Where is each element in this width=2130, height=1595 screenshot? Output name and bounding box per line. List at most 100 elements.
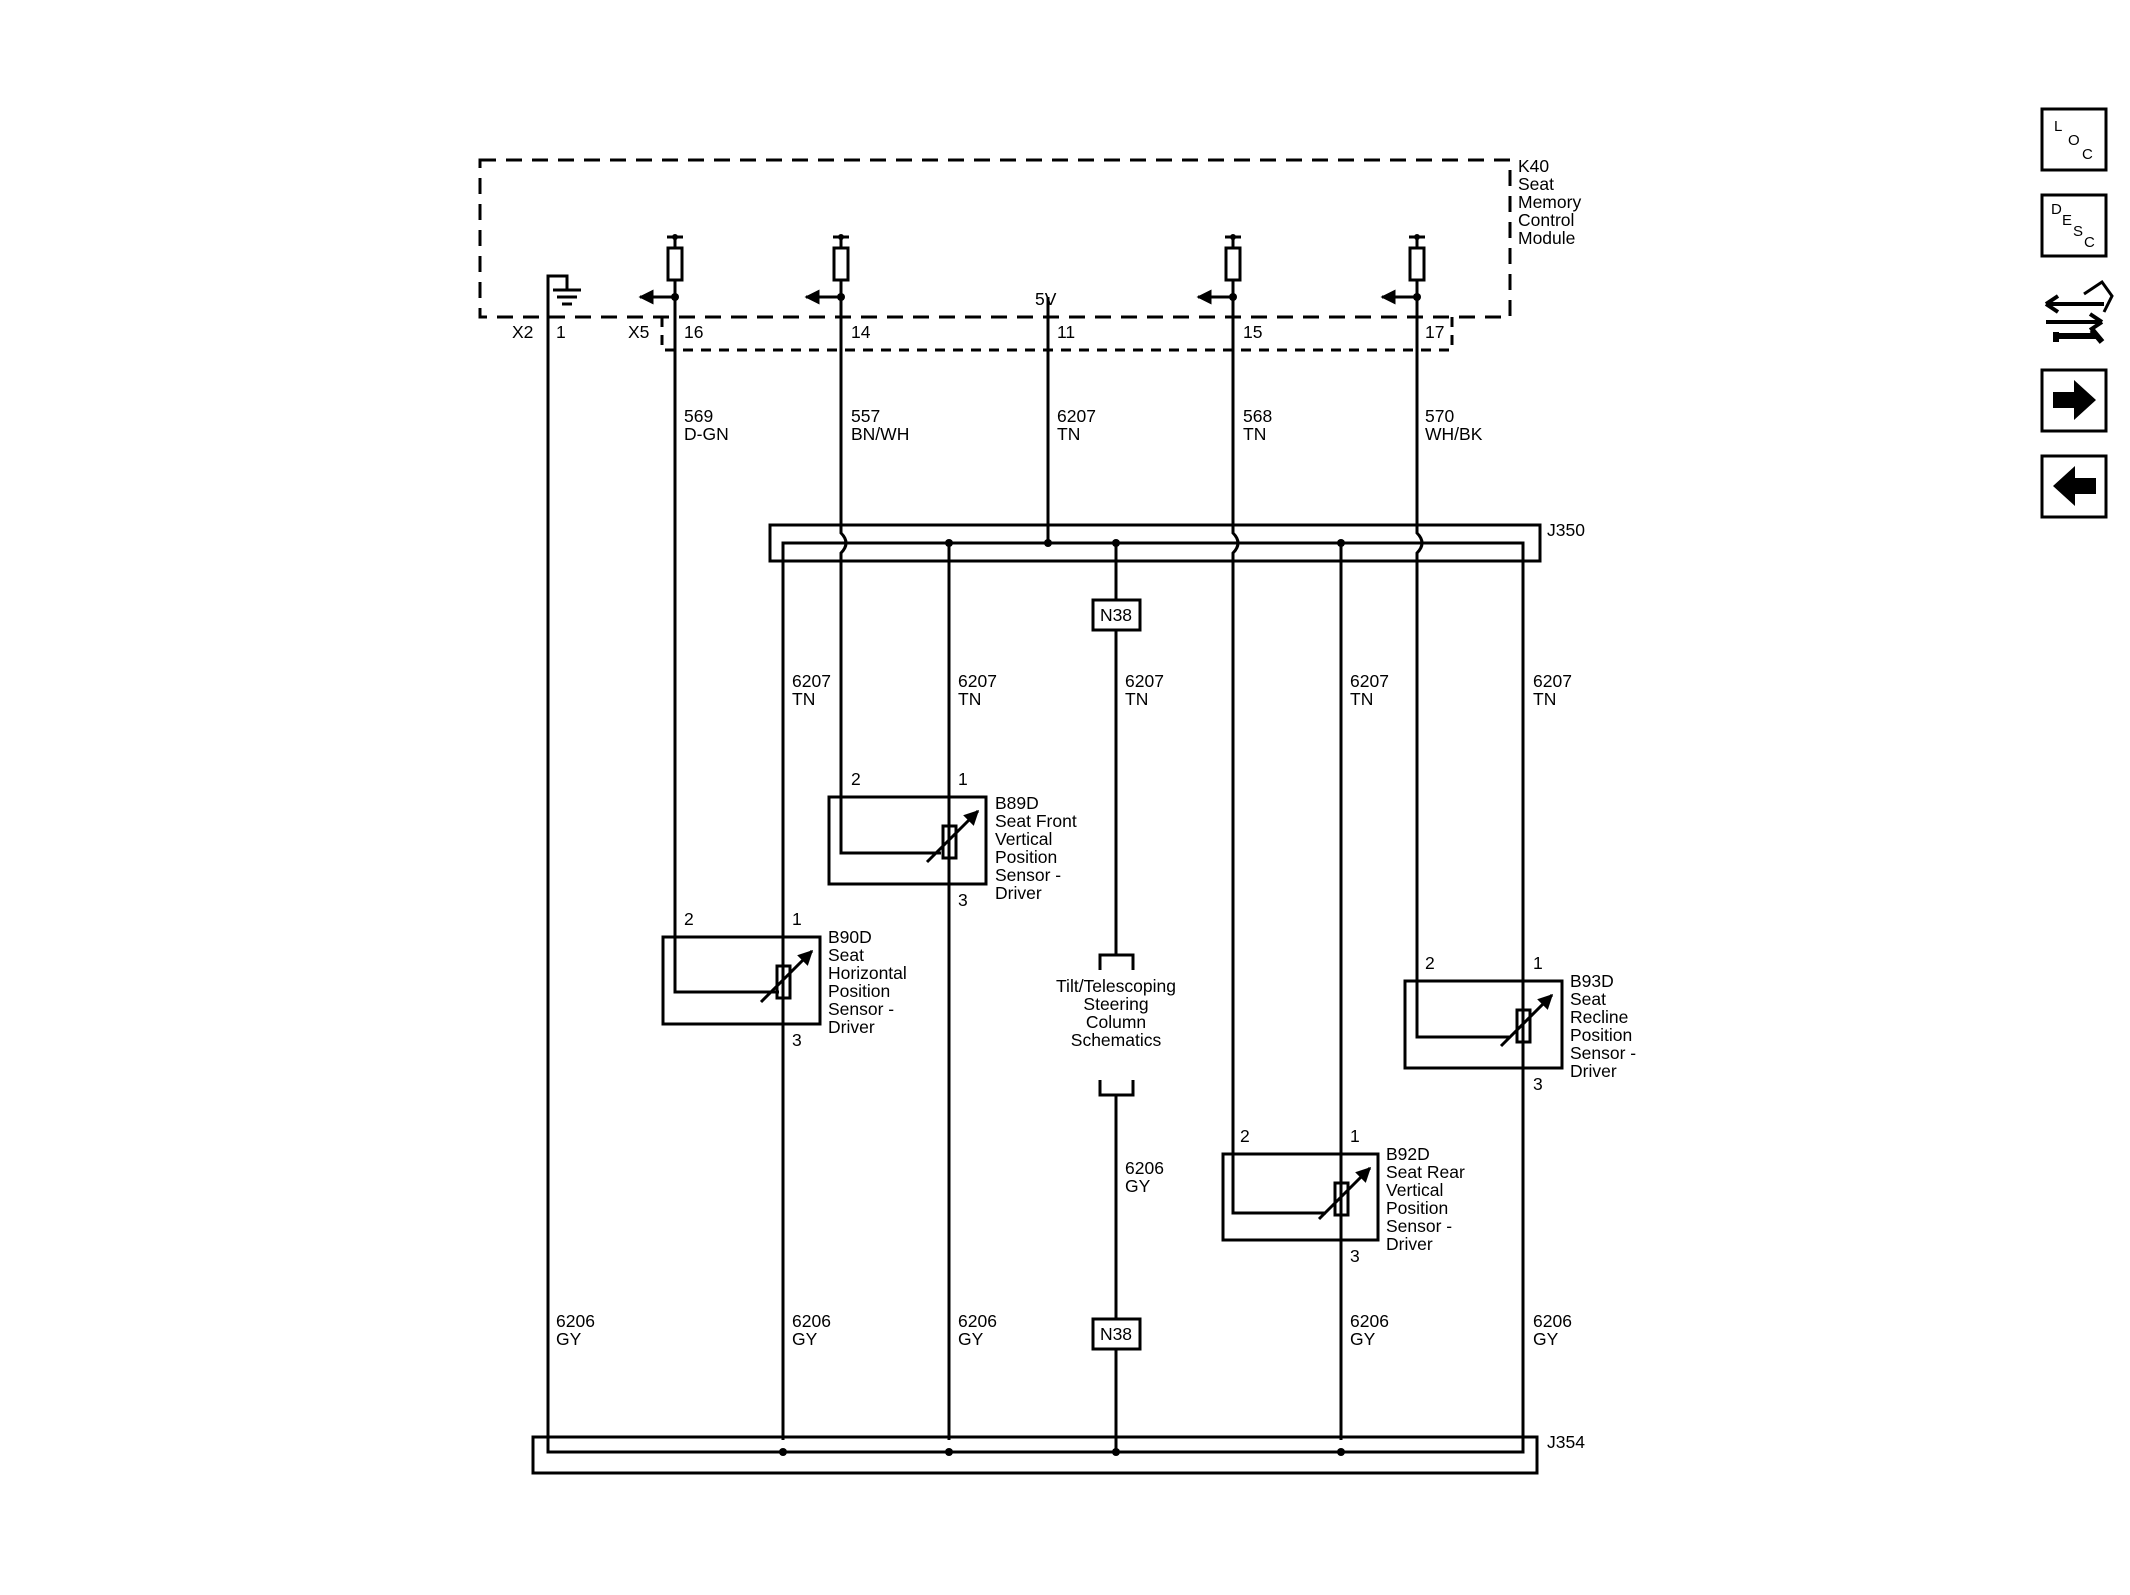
arrow-left-icon	[2053, 466, 2096, 506]
wire-570	[1415, 297, 1509, 1039]
pin-15: 15	[1243, 322, 1262, 342]
b92d-line-3: Position	[1386, 1198, 1448, 1218]
wire-568-circuit: 568	[1243, 406, 1272, 426]
b93d-pin-1: 1	[1533, 953, 1543, 973]
b89d-code: B89D	[995, 793, 1039, 813]
branch-6207-color: TN	[958, 689, 981, 709]
desc-button[interactable]: D E S C	[2040, 193, 2108, 258]
desc-letter-d: D	[2051, 201, 2062, 218]
b90d-pin-2: 2	[684, 909, 694, 929]
branch-6207-circuit: 6207	[1350, 671, 1389, 691]
next-arrow-button[interactable]	[2040, 368, 2108, 433]
b92d-line-1: Seat Rear	[1386, 1162, 1465, 1182]
wire-569-color: D-GN	[684, 424, 729, 444]
arrow-right-icon	[2053, 380, 2096, 420]
sensor-b93d-box	[1403, 979, 1564, 1070]
wire-557-circuit: 557	[851, 406, 880, 426]
branch-6206-color: GY	[556, 1329, 582, 1349]
b90d-line-4: Sensor -	[828, 999, 894, 1019]
b89d-line-1: Seat Front	[995, 811, 1077, 831]
b93d-line-2: Recline	[1570, 1007, 1628, 1027]
connector-x2: X2	[512, 322, 533, 342]
b89d-line-4: Sensor -	[995, 865, 1061, 885]
branch-6206-circuit: 6206	[1125, 1158, 1164, 1178]
b92d-line-2: Vertical	[1386, 1180, 1443, 1200]
branch-6206-circuit: 6206	[792, 1311, 831, 1331]
wire-568-color: TN	[1243, 424, 1266, 444]
b92d-line-5: Driver	[1386, 1234, 1433, 1254]
connector-repair-icon[interactable]	[2044, 279, 2114, 344]
b93d-line-4: Sensor -	[1570, 1043, 1636, 1063]
wire-6207-circuit: 6207	[1057, 406, 1096, 426]
loc-letter-l: L	[2054, 118, 2062, 135]
b90d-line-3: Position	[828, 981, 890, 1001]
wire-557	[839, 297, 941, 855]
branch-6207-color: TN	[792, 689, 815, 709]
wire-568	[1231, 297, 1326, 1215]
wire-6207-color: TN	[1057, 424, 1080, 444]
inline-connector-n38-top	[1091, 598, 1142, 632]
pin-ground: 1	[556, 322, 566, 342]
b90d-line-1: Seat	[828, 945, 864, 965]
b92d-line-4: Sensor -	[1386, 1216, 1452, 1236]
loc-button[interactable]: L O C	[2040, 107, 2108, 172]
b89d-pin-3: 3	[958, 890, 968, 910]
connector-x5: X5	[628, 322, 649, 342]
branch-6206-color: GY	[792, 1329, 818, 1349]
desc-letter-c: C	[2084, 234, 2095, 251]
sensor-b89d-box	[827, 795, 988, 886]
loc-letter-c: C	[2082, 146, 2093, 163]
sensor-b90d-box	[661, 935, 822, 1026]
ground-icon	[546, 274, 581, 1448]
wire-570-circuit: 570	[1425, 406, 1454, 426]
b92d-pin-3: 3	[1350, 1246, 1360, 1266]
branch-6206-color: GY	[1125, 1176, 1151, 1196]
b92d-pin-2: 2	[1240, 1126, 1250, 1146]
module-name-line-1: Seat	[1518, 174, 1554, 194]
branch-6207-circuit: 6207	[958, 671, 997, 691]
b90d-line-2: Horizontal	[828, 963, 907, 983]
steering-ref-bracket-top	[1098, 953, 1135, 970]
pin-11: 11	[1057, 322, 1075, 342]
n38-bottom-label: N38	[1100, 1324, 1132, 1344]
module-name-line-2: Memory	[1518, 192, 1581, 212]
branch-6207-color: TN	[1533, 689, 1556, 709]
steering-ref-bracket-bottom	[1098, 1080, 1135, 1097]
steering-ref-line-3: Column	[1086, 1012, 1146, 1032]
b90d-code: B90D	[828, 927, 872, 947]
back-arrow-button[interactable]	[2040, 454, 2108, 519]
b89d-pin-1: 1	[958, 769, 968, 789]
pin-17: 17	[1425, 322, 1444, 342]
module-name-line-3: Control	[1518, 210, 1574, 230]
wire-570-color: WH/BK	[1425, 424, 1483, 444]
branch-6206-color: GY	[1533, 1329, 1559, 1349]
steering-ref-line-4: Schematics	[1071, 1030, 1162, 1050]
splice-j354-label: J354	[1547, 1432, 1585, 1452]
branch-6207-color: TN	[1350, 689, 1373, 709]
sensor-b92d-box	[1221, 1152, 1380, 1242]
branch-6207-circuit: 6207	[792, 671, 831, 691]
wire-569	[673, 297, 779, 994]
wire-557-color: BN/WH	[851, 424, 909, 444]
steering-ref-line-1: Tilt/Telescoping	[1056, 976, 1176, 996]
branch-6207-circuit: 6207	[1125, 671, 1164, 691]
pin-16: 16	[684, 322, 703, 342]
b92d-code: B92D	[1386, 1144, 1430, 1164]
b89d-line-2: Vertical	[995, 829, 1052, 849]
branch-6206-circuit: 6206	[1533, 1311, 1572, 1331]
b93d-pin-2: 2	[1425, 953, 1435, 973]
branch-6207-circuit: 6207	[1533, 671, 1572, 691]
branch-6206-circuit: 6206	[1350, 1311, 1389, 1331]
splice-j350	[768, 523, 1542, 563]
branch-6206-circuit: 6206	[556, 1311, 595, 1331]
desc-letter-s: S	[2073, 223, 2083, 240]
b93d-pin-3: 3	[1533, 1074, 1543, 1094]
branch-6206-color: GY	[1350, 1329, 1376, 1349]
loc-letter-o: O	[2068, 132, 2080, 149]
steering-ref-line-2: Steering	[1083, 994, 1148, 1014]
splice-j350-label: J350	[1547, 520, 1585, 540]
b93d-line-5: Driver	[1570, 1061, 1617, 1081]
b89d-line-3: Position	[995, 847, 1057, 867]
pin-14: 14	[851, 322, 871, 342]
